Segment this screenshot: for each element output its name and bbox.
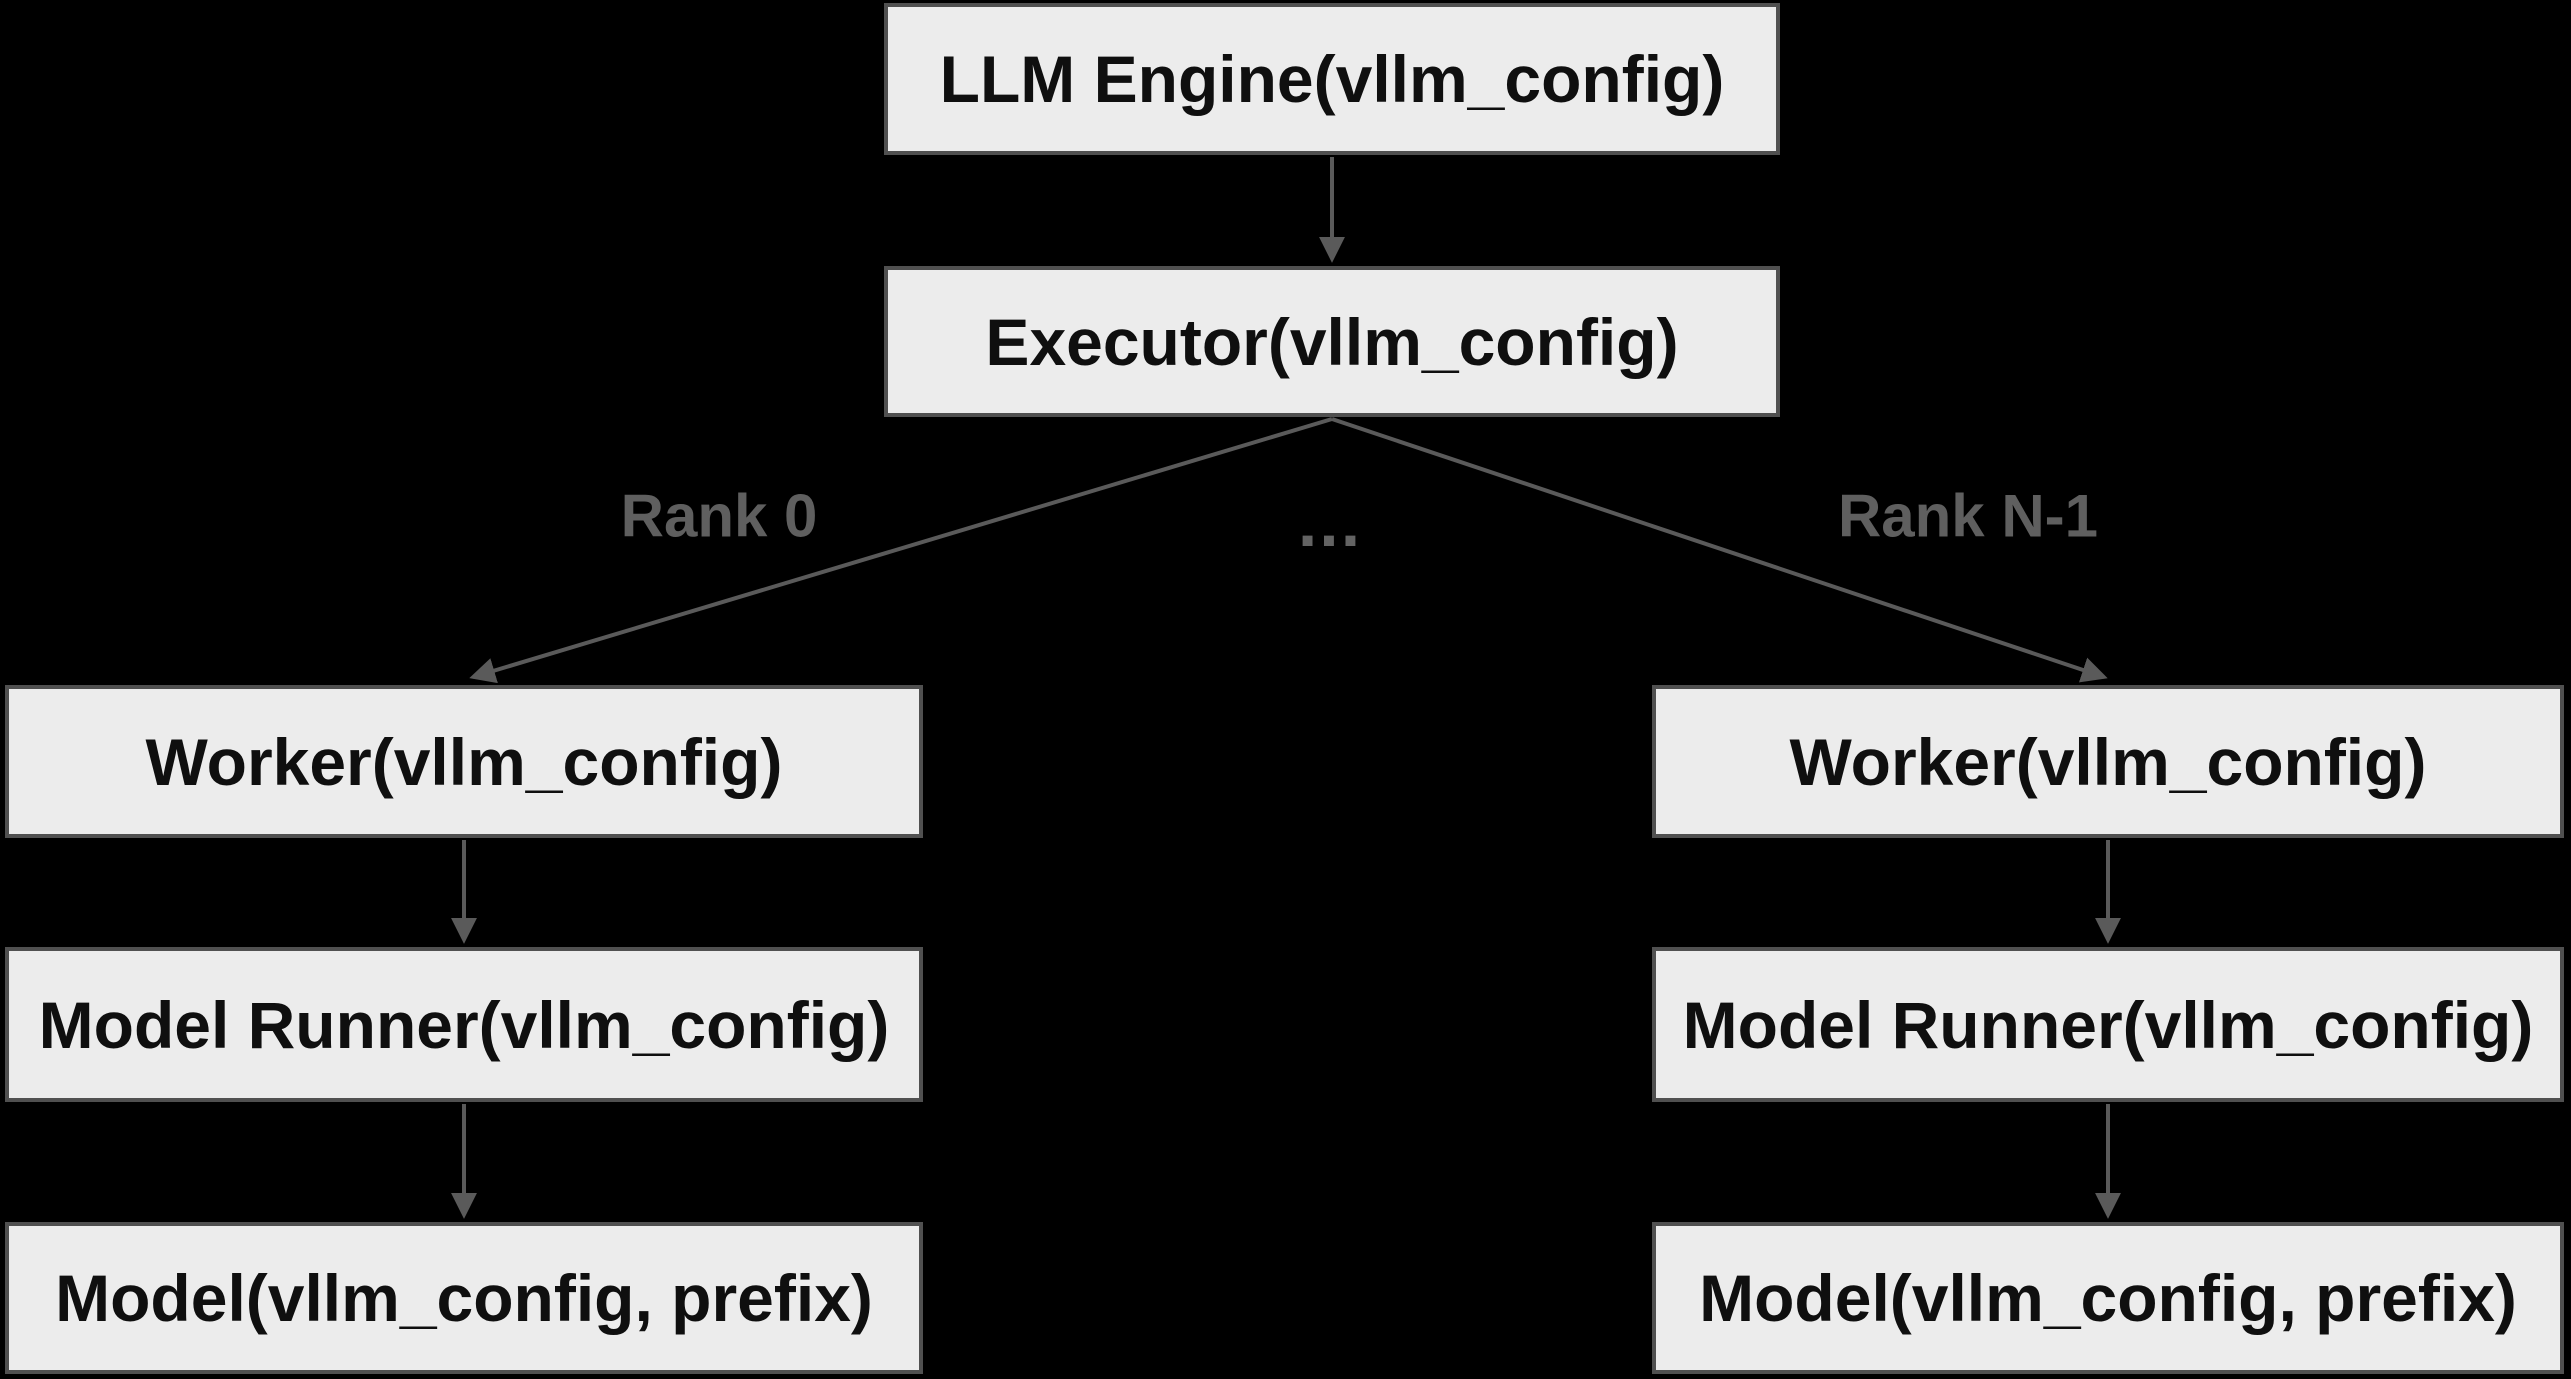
node-worker-left: Worker(vllm_config) bbox=[5, 685, 923, 838]
node-llm-engine: LLM Engine(vllm_config) bbox=[884, 3, 1780, 155]
node-model-left: Model(vllm_config, prefix) bbox=[5, 1222, 923, 1374]
edge-label-rank-0: Rank 0 bbox=[620, 482, 818, 550]
node-worker-right: Worker(vllm_config) bbox=[1652, 685, 2564, 838]
node-model-runner-right: Model Runner(vllm_config) bbox=[1652, 947, 2564, 1102]
node-model-runner-left: Model Runner(vllm_config) bbox=[5, 947, 923, 1102]
edge-label-ellipsis: ... bbox=[1297, 483, 1363, 561]
edge-label-rank-n-1: Rank N-1 bbox=[1837, 482, 2099, 550]
node-model-right: Model(vllm_config, prefix) bbox=[1652, 1222, 2564, 1374]
node-executor: Executor(vllm_config) bbox=[884, 266, 1780, 417]
edge-executor-to-worker-left bbox=[469, 417, 1333, 684]
